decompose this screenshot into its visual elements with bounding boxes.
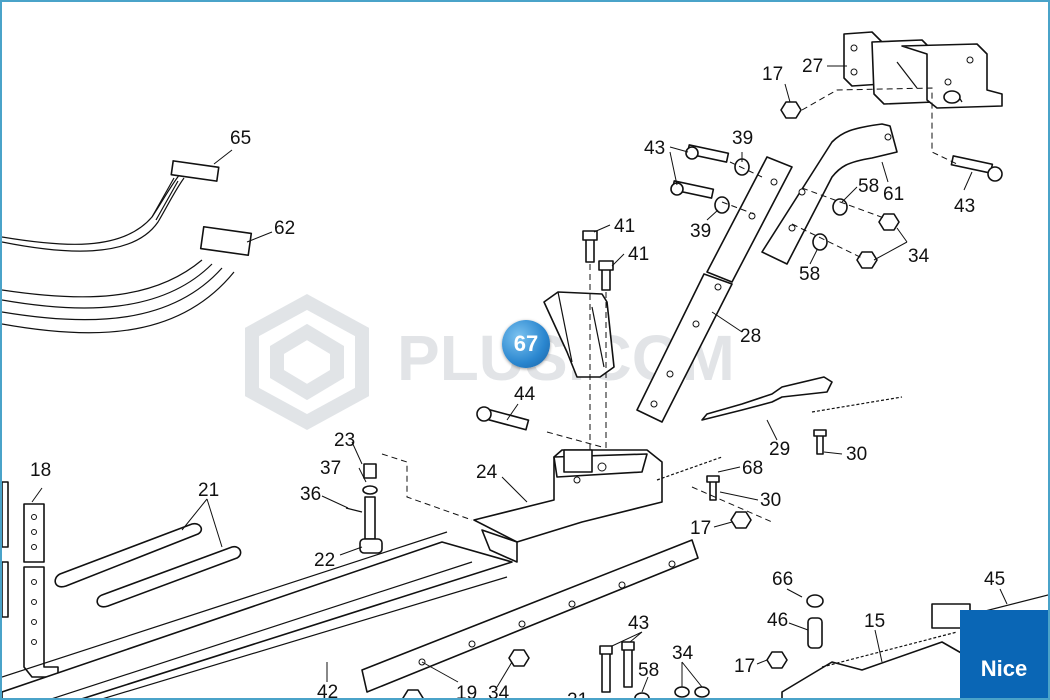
label-45: 45 — [984, 569, 1005, 590]
label-18: 18 — [30, 460, 51, 481]
nut-34-b — [856, 251, 878, 269]
label-37: 37 — [320, 458, 341, 479]
screw-30-a — [813, 429, 827, 455]
label-29: 29 — [769, 439, 790, 460]
callout-labels: 17 27 65 43 39 62 58 61 43 41 41 39 34 5… — [30, 56, 1005, 700]
screw-43-a — [685, 144, 730, 163]
label-23: 23 — [334, 430, 355, 451]
label-22: 22 — [314, 550, 335, 571]
label-17-low: 17 — [734, 656, 755, 677]
label-39: 39 — [732, 128, 753, 149]
screw-43-c — [950, 155, 1003, 182]
label-28: 28 — [740, 326, 761, 347]
label-36: 36 — [300, 484, 321, 505]
label-17-mid: 17 — [690, 518, 711, 539]
parts-58-34-low — [634, 686, 710, 698]
label-34-bottom: 34 — [488, 683, 510, 700]
label-24: 24 — [476, 462, 498, 483]
assembly-line — [801, 87, 958, 165]
nut-17-mid — [730, 511, 752, 529]
bracket-67 — [543, 291, 615, 378]
carriage-15 — [781, 631, 978, 698]
highlight-callout-67[interactable]: 67 — [502, 320, 550, 368]
arm-28 — [636, 273, 733, 423]
plate-39 — [706, 156, 793, 283]
label-62: 62 — [274, 218, 295, 239]
slider-29 — [701, 376, 903, 421]
bracket-27 — [843, 31, 1003, 109]
label-15: 15 — [864, 611, 885, 632]
label-21: 21 — [198, 480, 219, 501]
nut-34-low — [508, 649, 530, 667]
pin-46 — [807, 617, 823, 649]
label-41-b: 41 — [628, 244, 649, 265]
cable-62 — [2, 225, 253, 334]
bar-19 — [361, 539, 699, 693]
label-66: 66 — [772, 569, 793, 590]
ring-66 — [806, 594, 824, 608]
label-43: 43 — [644, 138, 665, 159]
bracket-18 — [2, 481, 59, 678]
arm-61 — [761, 123, 898, 265]
label-17: 17 — [762, 64, 783, 85]
label-19: 19 — [456, 683, 477, 700]
label-34: 34 — [908, 246, 930, 267]
washer-58-b — [812, 233, 828, 251]
label-43-right: 43 — [954, 196, 975, 217]
label-27: 27 — [802, 56, 823, 77]
carriage-24 — [473, 449, 663, 563]
label-61: 61 — [883, 184, 904, 205]
nut-34-a — [878, 213, 900, 231]
label-34-low: 34 — [672, 643, 694, 664]
shaft-22 — [345, 463, 383, 554]
screws-43-low — [599, 641, 635, 693]
screw-43-b — [670, 180, 715, 199]
screw-30-b — [706, 475, 720, 501]
label-58-b: 58 — [799, 264, 820, 285]
label-43-low: 43 — [628, 613, 649, 634]
washer-39-b — [714, 196, 730, 214]
label-46: 46 — [767, 610, 788, 631]
label-44: 44 — [514, 384, 536, 405]
cable-65 — [2, 160, 220, 252]
chain-68 — [656, 456, 723, 481]
label-42: 42 — [317, 682, 338, 700]
label-58: 58 — [858, 176, 879, 197]
label-39-b: 39 — [690, 221, 711, 242]
watermark-logo — [245, 294, 369, 430]
rail — [2, 531, 513, 698]
assembly-lines-41 — [589, 264, 607, 452]
label-41: 41 — [614, 216, 635, 237]
screw-41-b — [598, 260, 614, 291]
screw-41-a — [582, 230, 598, 263]
label-65: 65 — [230, 128, 251, 149]
leader-lines — [31, 65, 1008, 693]
label-30: 30 — [846, 444, 867, 465]
label-58-low: 58 — [638, 660, 659, 681]
strip-21-b — [96, 545, 242, 608]
assembly-lines-3 — [381, 431, 773, 523]
label-30-b: 30 — [760, 490, 781, 511]
nut-19 — [402, 689, 424, 698]
nut-17-low — [766, 651, 788, 669]
label-21-bottom: 21 — [567, 690, 588, 700]
screw-44 — [476, 406, 530, 431]
label-68: 68 — [742, 458, 763, 479]
brand-logo: Nice — [960, 610, 1048, 698]
nut-17-top — [780, 101, 802, 119]
strip-21-a — [54, 522, 203, 588]
